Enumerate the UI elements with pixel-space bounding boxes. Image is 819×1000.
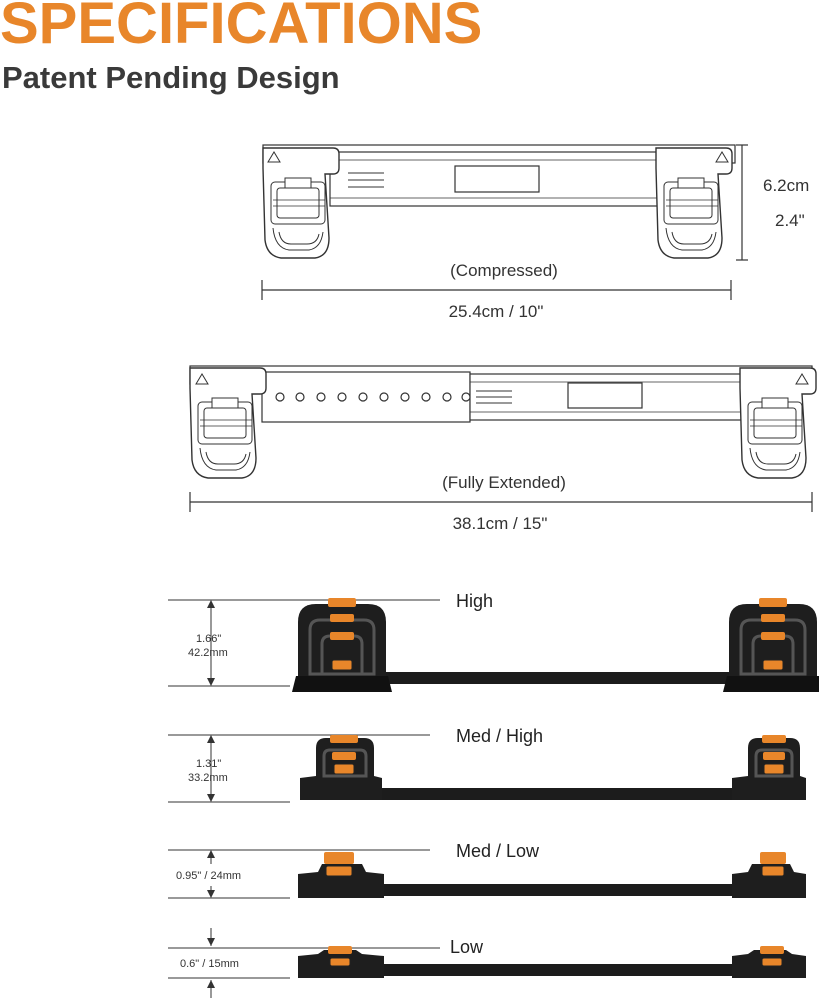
level-name-high: High <box>456 591 494 611</box>
level-dim-high-2: 42.2mm <box>188 647 228 659</box>
extended-drawing <box>189 365 817 512</box>
med-low-riser-left <box>298 852 384 898</box>
compressed-height-in: 2.4" <box>775 211 805 230</box>
extended-length: 38.1cm / 15" <box>452 514 548 533</box>
compressed-length: 25.4cm / 10" <box>448 302 544 321</box>
level-name-med-low: Med / Low <box>456 841 540 861</box>
low-riser-right <box>732 946 806 978</box>
page-title: SPECIFICATIONS <box>0 0 483 56</box>
page-subtitle: Patent Pending Design <box>2 60 340 95</box>
level-name-low: Low <box>450 937 484 957</box>
level-dim-med-low: 0.95" / 24mm <box>176 870 242 882</box>
level-high-drawing <box>168 596 819 692</box>
level-dim-low: 0.6" / 15mm <box>180 958 239 970</box>
compressed-drawing <box>261 144 748 300</box>
level-low-drawing <box>168 928 806 998</box>
compressed-state-label: (Compressed) <box>450 261 558 280</box>
level-med-high-drawing <box>168 734 806 803</box>
extended-state-label: (Fully Extended) <box>442 473 566 492</box>
med-high-riser-right <box>732 735 806 800</box>
level-dim-med-high-1: 1.31" <box>196 758 222 770</box>
level-med-low-drawing <box>168 849 806 899</box>
compressed-height-cm: 6.2cm <box>763 176 810 195</box>
low-riser-left <box>298 946 384 978</box>
level-dim-high-1: 1.66" <box>196 633 222 645</box>
med-low-riser-right <box>732 852 806 898</box>
med-high-riser-left <box>300 735 382 800</box>
level-dim-med-high-2: 33.2mm <box>188 772 228 784</box>
level-name-med-high: Med / High <box>456 726 544 746</box>
